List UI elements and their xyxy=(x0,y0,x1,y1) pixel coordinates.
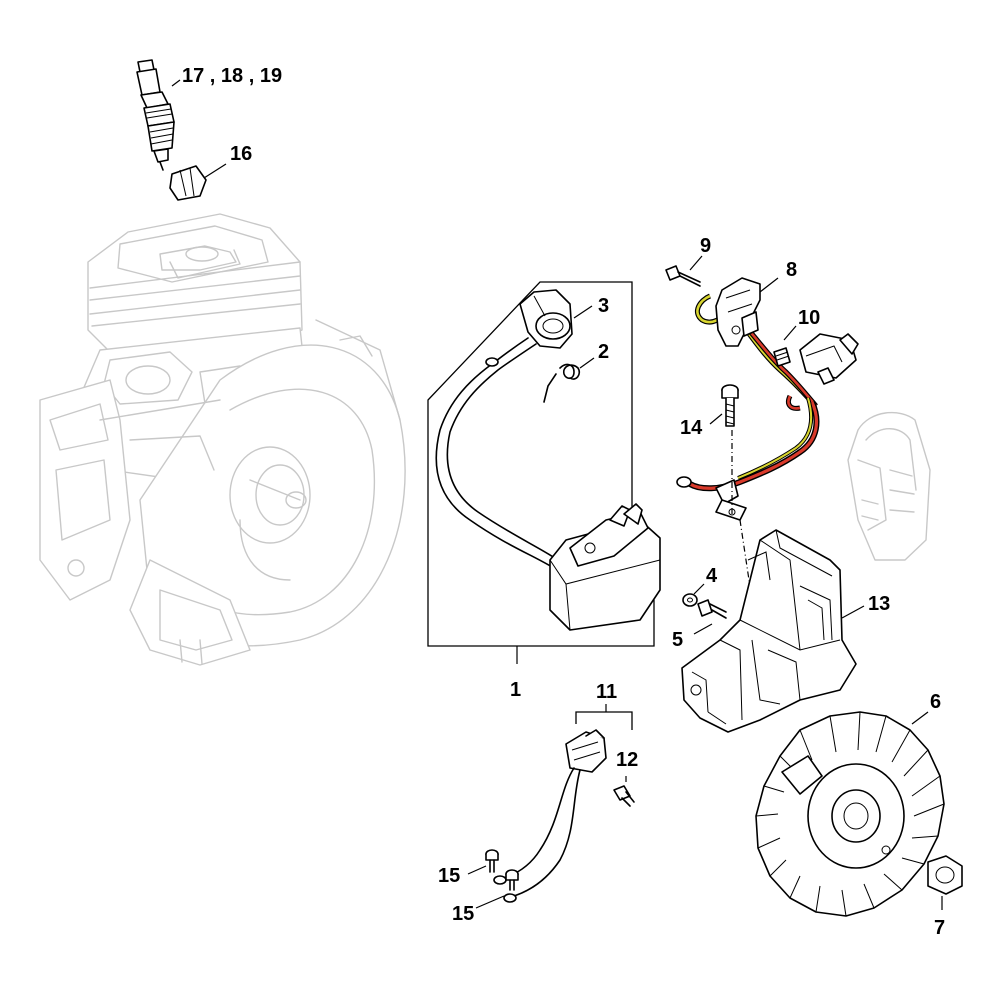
switch-10 xyxy=(773,333,859,385)
screw-9-leader xyxy=(689,255,703,271)
callout-13: 13 xyxy=(868,593,890,615)
side-housing-ghost xyxy=(847,411,931,561)
engine-block-ghost xyxy=(39,213,406,666)
callout-17-18-19: 17 , 18 , 19 xyxy=(182,65,282,87)
callout-10: 10 xyxy=(798,307,820,329)
spark-plug-boot xyxy=(169,165,207,201)
callout-14: 14 xyxy=(680,417,703,439)
spring-leader xyxy=(579,357,595,369)
ignition-module xyxy=(435,337,661,631)
flywheel xyxy=(755,711,945,917)
callout-12: 12 xyxy=(616,749,638,771)
callout-11: 11 xyxy=(596,681,617,703)
callout-4: 4 xyxy=(706,565,718,587)
callout-15-lower: 15 xyxy=(452,903,474,925)
washer-4 xyxy=(682,593,698,607)
screw-14-leader xyxy=(709,413,723,425)
callout-3: 3 xyxy=(598,295,609,317)
callout-2: 2 xyxy=(598,341,609,363)
spark-plug-leader xyxy=(171,79,181,87)
ignition-lead-cap xyxy=(519,289,573,349)
harness-leader xyxy=(759,277,779,293)
carrier-leader xyxy=(841,605,865,619)
boot-leader xyxy=(203,163,227,179)
flywheel-nut xyxy=(927,855,963,895)
screw-15-b xyxy=(505,869,519,891)
callout-6: 6 xyxy=(930,691,941,713)
callout-1: 1 xyxy=(510,679,521,701)
screw-14 xyxy=(721,384,739,427)
screw-15-a xyxy=(485,849,499,873)
spark-plug xyxy=(136,59,175,171)
callout-8: 8 xyxy=(786,259,797,281)
connector-bracket xyxy=(575,711,633,730)
callout-7: 7 xyxy=(934,917,945,939)
switch-10-leader xyxy=(783,325,797,341)
callout-15-upper: 15 xyxy=(438,865,460,887)
cap-leader xyxy=(573,305,593,319)
carrier-13 xyxy=(681,529,857,733)
screw-15b-leader xyxy=(475,895,505,909)
wire-harness xyxy=(676,277,820,521)
washer-4-leader xyxy=(693,583,705,595)
callout-9: 9 xyxy=(700,235,711,257)
callout-16: 16 xyxy=(230,143,252,165)
screw-9 xyxy=(665,265,701,287)
flywheel-leader xyxy=(911,711,929,725)
cap-spring xyxy=(543,363,581,403)
screw-12 xyxy=(613,785,635,807)
screw-5-leader xyxy=(693,623,713,635)
callout-5: 5 xyxy=(672,629,683,651)
screw-15a-leader xyxy=(467,865,487,875)
screw-5 xyxy=(697,599,727,619)
